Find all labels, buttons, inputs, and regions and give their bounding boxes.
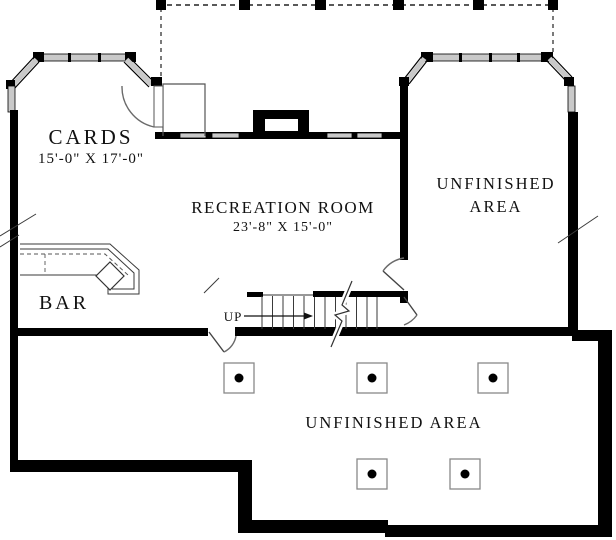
cards-label: CARDS <box>48 125 133 149</box>
door-swing-arc <box>223 335 237 353</box>
room-labels: CARDS 15'-0" X 17'-0" RECREATION ROOM 23… <box>38 125 556 432</box>
angled-window-left <box>403 55 428 85</box>
counter-inner-edge <box>20 248 135 290</box>
deck-posts <box>156 0 558 10</box>
door-leaf <box>382 270 405 291</box>
door-basement <box>208 331 237 353</box>
window <box>567 85 576 113</box>
jamb-tick <box>203 277 220 294</box>
recreation-south-wall <box>10 328 208 336</box>
up-arrow-head <box>304 312 313 320</box>
stairs-up-label: UP <box>224 309 243 324</box>
break-tick <box>0 234 20 248</box>
angled-window-right <box>123 56 155 88</box>
south-wall-long <box>235 327 576 336</box>
structural-posts <box>223 362 509 490</box>
window <box>7 85 16 113</box>
bottom-wall-right <box>385 525 612 537</box>
bottom-wall-mid <box>238 520 388 533</box>
cards-bay-window <box>6 52 162 113</box>
fireplace <box>253 110 309 139</box>
unfinished-right-label-line1: UNFINISHED <box>437 174 556 193</box>
bottom-step-wall <box>238 460 252 532</box>
right-wall-upper <box>568 112 578 334</box>
window <box>41 53 129 62</box>
right-step-wall <box>572 330 612 341</box>
bottom-left-wall <box>10 460 252 472</box>
door-swing-arc <box>403 314 418 326</box>
break-gap <box>328 279 356 349</box>
unfinished-right-label-line2: AREA <box>470 197 523 216</box>
staircase <box>203 277 378 349</box>
window <box>431 53 544 62</box>
door-leaf <box>208 331 225 353</box>
angled-window-left <box>8 56 40 90</box>
stair-wall-upper <box>313 291 408 297</box>
door-swing-arc <box>121 85 155 128</box>
stair-treads <box>261 296 378 329</box>
post <box>449 458 481 490</box>
counter-overhang-dashed <box>20 253 129 276</box>
closet-door <box>121 85 164 128</box>
window <box>179 132 207 139</box>
break-tick <box>0 213 37 237</box>
recreation-label: RECREATION ROOM <box>191 198 375 217</box>
door-upper <box>382 257 405 291</box>
right-wall-lower <box>598 332 612 537</box>
door-leaf <box>403 296 418 316</box>
unfinished-bay-window <box>399 52 576 113</box>
bar-sink <box>95 261 125 291</box>
window <box>211 132 240 139</box>
recreation-dimensions: 23'-8" X 15'-0" <box>233 220 333 235</box>
post <box>223 362 255 394</box>
door-lower <box>403 296 418 326</box>
firebox <box>265 119 298 131</box>
deck-outline-above <box>156 0 558 79</box>
door-jamb-stub <box>400 297 408 303</box>
bar-label: BAR <box>39 292 89 314</box>
bar-counter <box>20 243 140 295</box>
angled-window-right <box>546 55 573 83</box>
left-wall <box>10 110 18 468</box>
unfinished-west-wall <box>400 78 408 260</box>
exterior-walls <box>0 110 612 537</box>
door-swing-arc <box>382 257 405 272</box>
closet <box>162 83 206 136</box>
cards-dimensions: 15'-0" X 17'-0" <box>38 151 144 167</box>
post <box>356 458 388 490</box>
post <box>356 362 388 394</box>
window <box>356 132 383 139</box>
window <box>326 132 353 139</box>
break-tick <box>557 215 599 244</box>
door-leaf <box>153 85 164 128</box>
unfinished-bottom-label: UNFINISHED AREA <box>305 413 482 432</box>
break-line <box>330 280 353 348</box>
post <box>477 362 509 394</box>
